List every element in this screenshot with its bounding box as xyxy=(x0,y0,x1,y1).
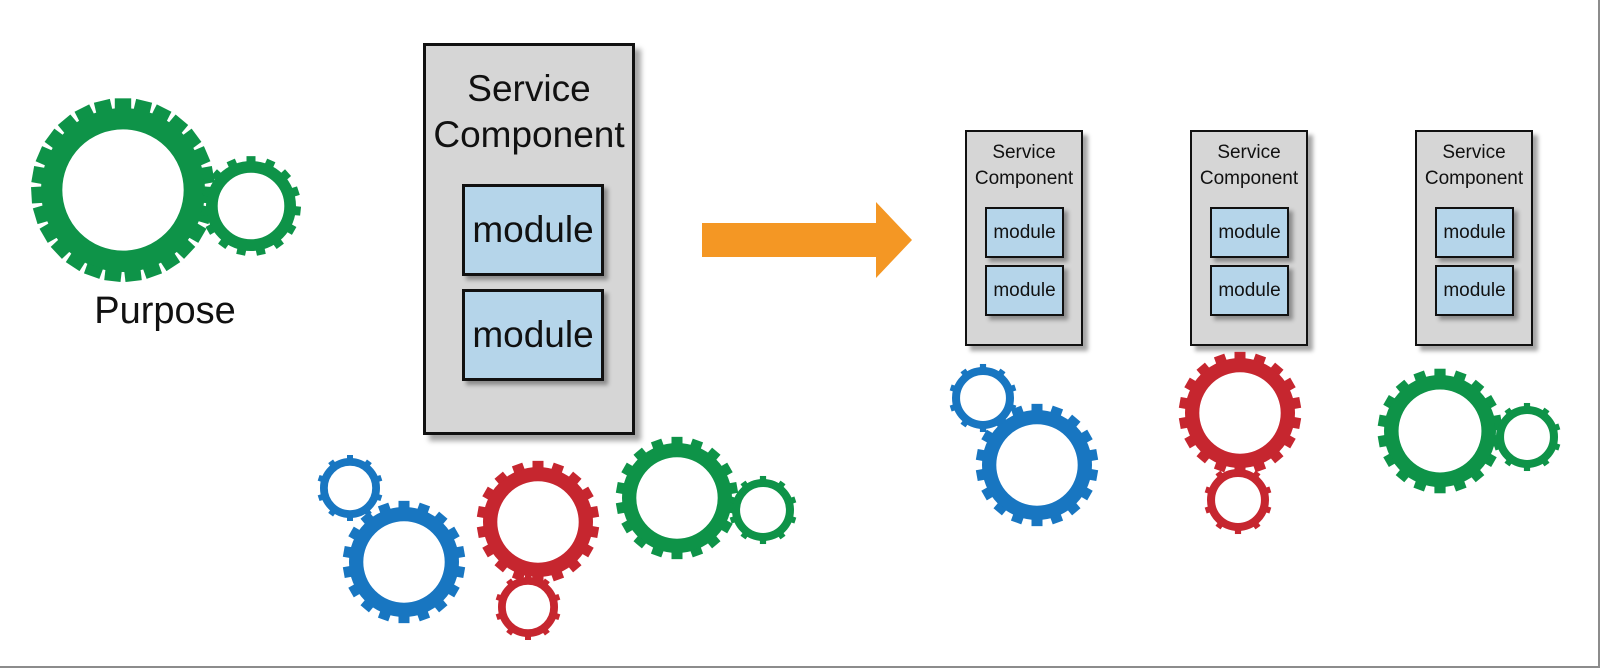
service-3-title-line2: Component xyxy=(1424,168,1524,189)
small-gear-icon xyxy=(729,475,797,545)
right-border xyxy=(1598,0,1600,668)
monolith-purpose-gears-icon xyxy=(317,436,797,640)
service-2-title-line1: Service xyxy=(1217,142,1281,163)
purpose-gears-icon xyxy=(31,98,302,282)
small-gear-icon xyxy=(949,363,1017,433)
service-1-title-line2: Component xyxy=(974,168,1074,189)
large-gear-icon xyxy=(615,436,739,560)
service-1-title-line1: Service xyxy=(992,142,1056,163)
service-1-gears-icon xyxy=(949,363,1099,527)
service-1-title: Service Component xyxy=(967,140,1081,192)
right-arrow-icon xyxy=(702,202,912,278)
large-gear-icon xyxy=(476,460,600,584)
service-3-title: Service Component xyxy=(1417,140,1531,192)
service-3-title-line1: Service xyxy=(1442,142,1506,163)
purpose-label: Purpose xyxy=(94,290,236,332)
monolith-title-line2: Component xyxy=(433,114,625,155)
service-3-module-2: module xyxy=(1435,265,1514,316)
service-2-module-2: module xyxy=(1210,265,1289,316)
service-1-module-2: module xyxy=(985,265,1064,316)
service-3-module-1: module xyxy=(1435,207,1514,258)
large-gear-icon xyxy=(1178,351,1302,475)
monolith-module-1: module xyxy=(462,184,604,276)
service-2-title-line2: Component xyxy=(1199,168,1299,189)
large-gear-icon xyxy=(1377,368,1503,494)
service-2-title: Service Component xyxy=(1192,140,1306,192)
service-component-1: Service Component module module xyxy=(965,130,1083,346)
service-2-gears-icon xyxy=(1178,351,1302,535)
monolith-title: Service Component xyxy=(426,66,632,158)
monolith-title-line1: Service xyxy=(467,68,591,109)
bottom-border xyxy=(0,666,1600,668)
large-gear-icon xyxy=(31,98,215,282)
small-gear-icon xyxy=(495,574,561,640)
large-gear-icon xyxy=(975,403,1099,527)
small-gear-icon xyxy=(200,156,302,256)
large-gear-icon xyxy=(342,500,466,624)
service-component-3: Service Component module module xyxy=(1415,130,1533,346)
service-2-module-1: module xyxy=(1210,207,1289,258)
small-gear-icon xyxy=(1204,465,1272,535)
service-1-module-1: module xyxy=(985,207,1064,258)
small-gear-icon xyxy=(1493,402,1561,472)
monolith-module-2: module xyxy=(462,289,604,381)
small-gear-icon xyxy=(317,455,383,521)
monolith-service-component: Service Component module module xyxy=(423,43,635,435)
service-3-gears-icon xyxy=(1377,368,1561,494)
service-component-2: Service Component module module xyxy=(1190,130,1308,346)
